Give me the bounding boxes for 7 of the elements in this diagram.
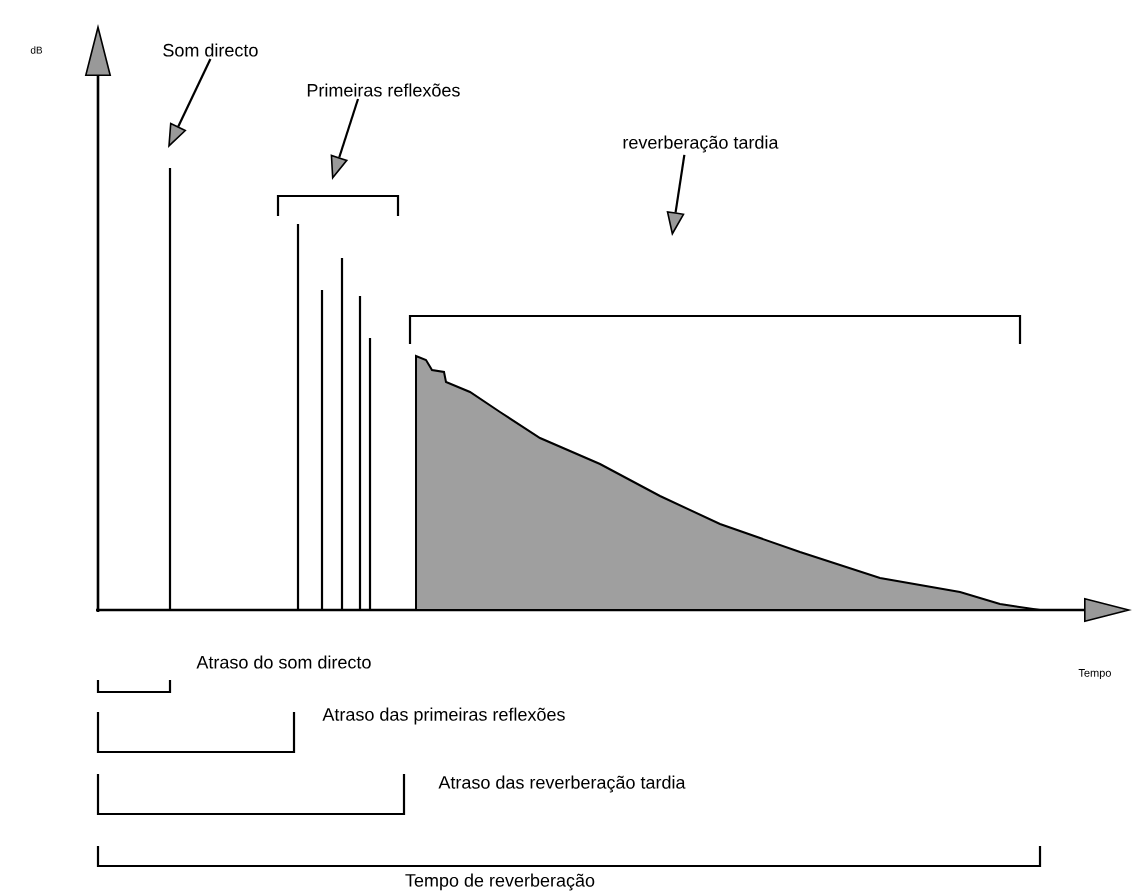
interval-label: Tempo de reverberação xyxy=(405,873,595,891)
interval-label: Atraso das primeiras reflexões xyxy=(322,707,565,725)
interval-label: Atraso das reverberação tardia xyxy=(438,775,686,793)
interval-label: Atraso do som directo xyxy=(196,655,371,669)
callout-text: reverberação tardia xyxy=(623,135,779,153)
callout-text: Som directo xyxy=(163,43,258,57)
callout-text: Primeiras reflexões xyxy=(307,83,460,97)
